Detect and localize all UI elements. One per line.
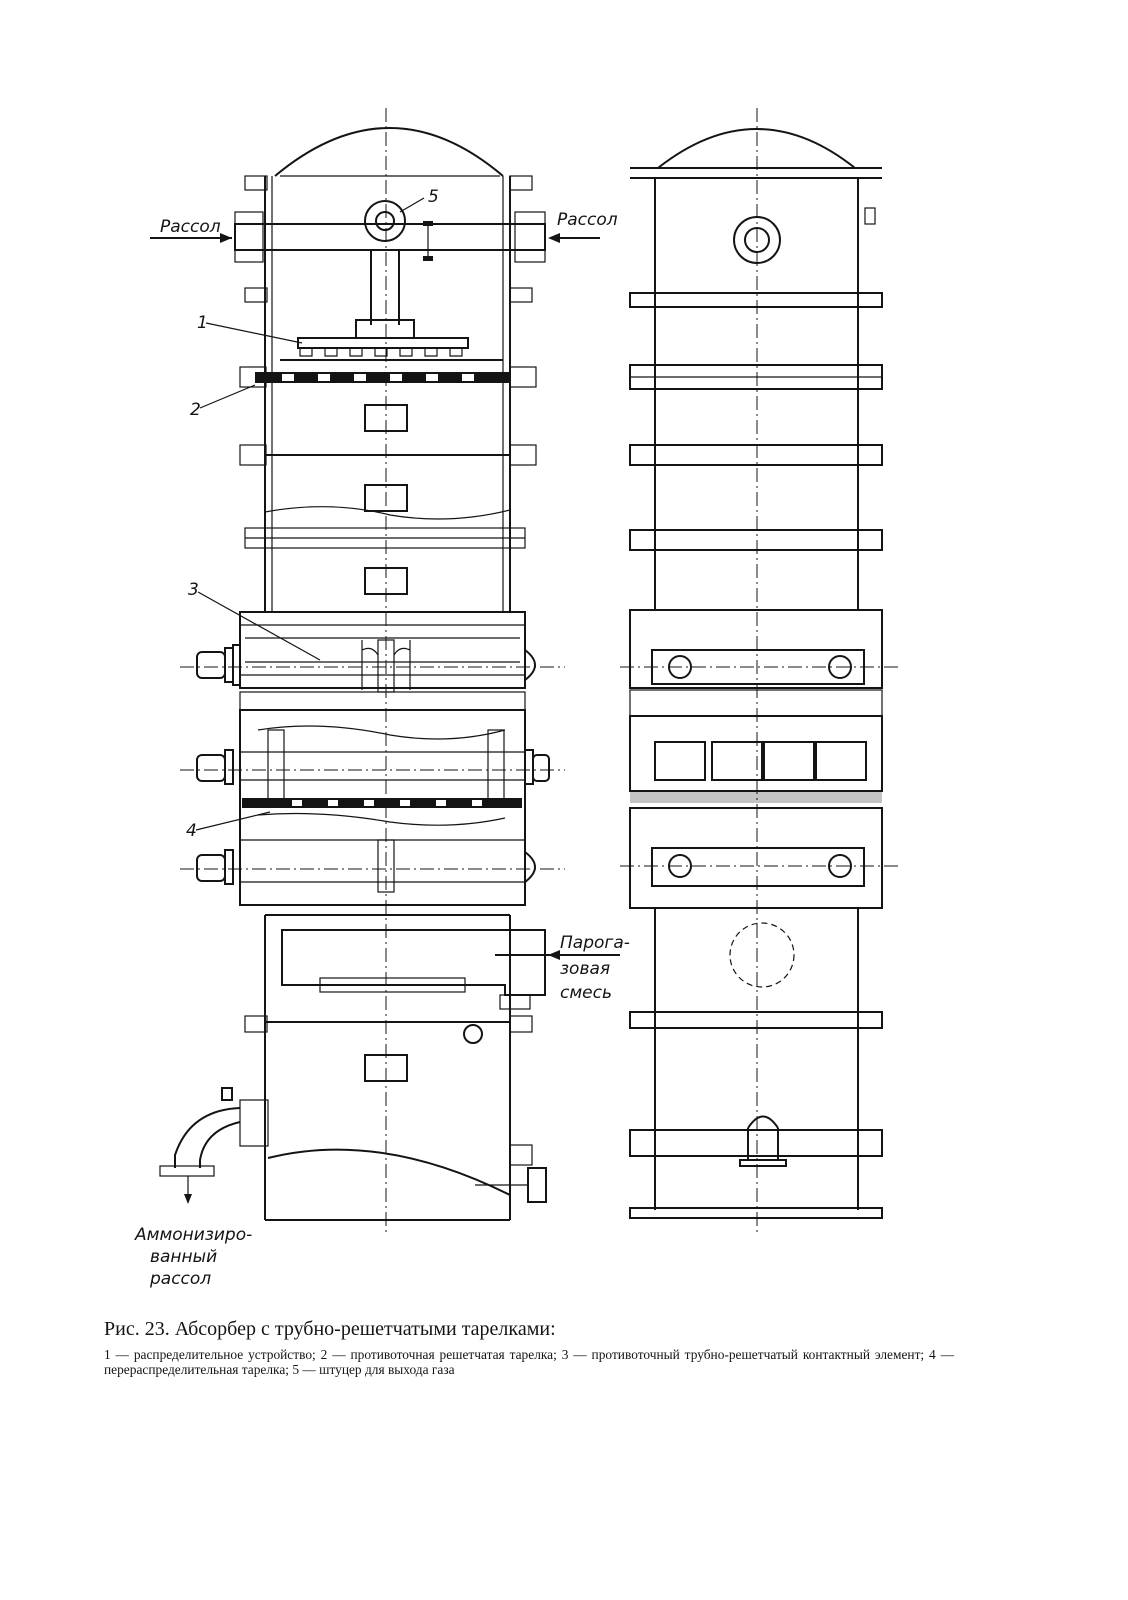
callout-2: 2 [190, 400, 201, 420]
caption-legend: 1 — распределительное устройство; 2 — пр… [104, 1347, 954, 1377]
figure-caption: Рис. 23. Абсорбер с трубно-решетчатыми т… [104, 1318, 954, 1377]
caption-title: Рис. 23. Абсорбер с трубно-решетчатыми т… [104, 1318, 556, 1340]
absorber-drawing: Рассол Рассол Парога- зовая смесь Аммони… [134, 108, 900, 1289]
vapor-gas-label-line2: зовая [560, 959, 610, 979]
brine-inlet-left-label: Рассол [160, 217, 221, 237]
callout-3: 3 [188, 580, 199, 600]
ammoniated-brine-label-line2: ванный [150, 1247, 217, 1267]
callout-1: 1 [197, 313, 208, 333]
callout-5: 5 [428, 187, 439, 207]
brine-inlet-right-label: Рассол [557, 210, 618, 230]
ammoniated-brine-label-line3: рассол [149, 1269, 211, 1289]
callout-4: 4 [186, 821, 197, 841]
right-elevation-view [629, 108, 883, 1235]
left-section-view [150, 108, 620, 1235]
grid-windows [654, 741, 867, 781]
ammoniated-brine-label-line1: Аммонизиро- [134, 1225, 252, 1245]
vapor-gas-label-line1: Парога- [560, 933, 630, 953]
vapor-gas-label-line3: смесь [560, 983, 612, 1003]
flange-set [239, 175, 537, 549]
